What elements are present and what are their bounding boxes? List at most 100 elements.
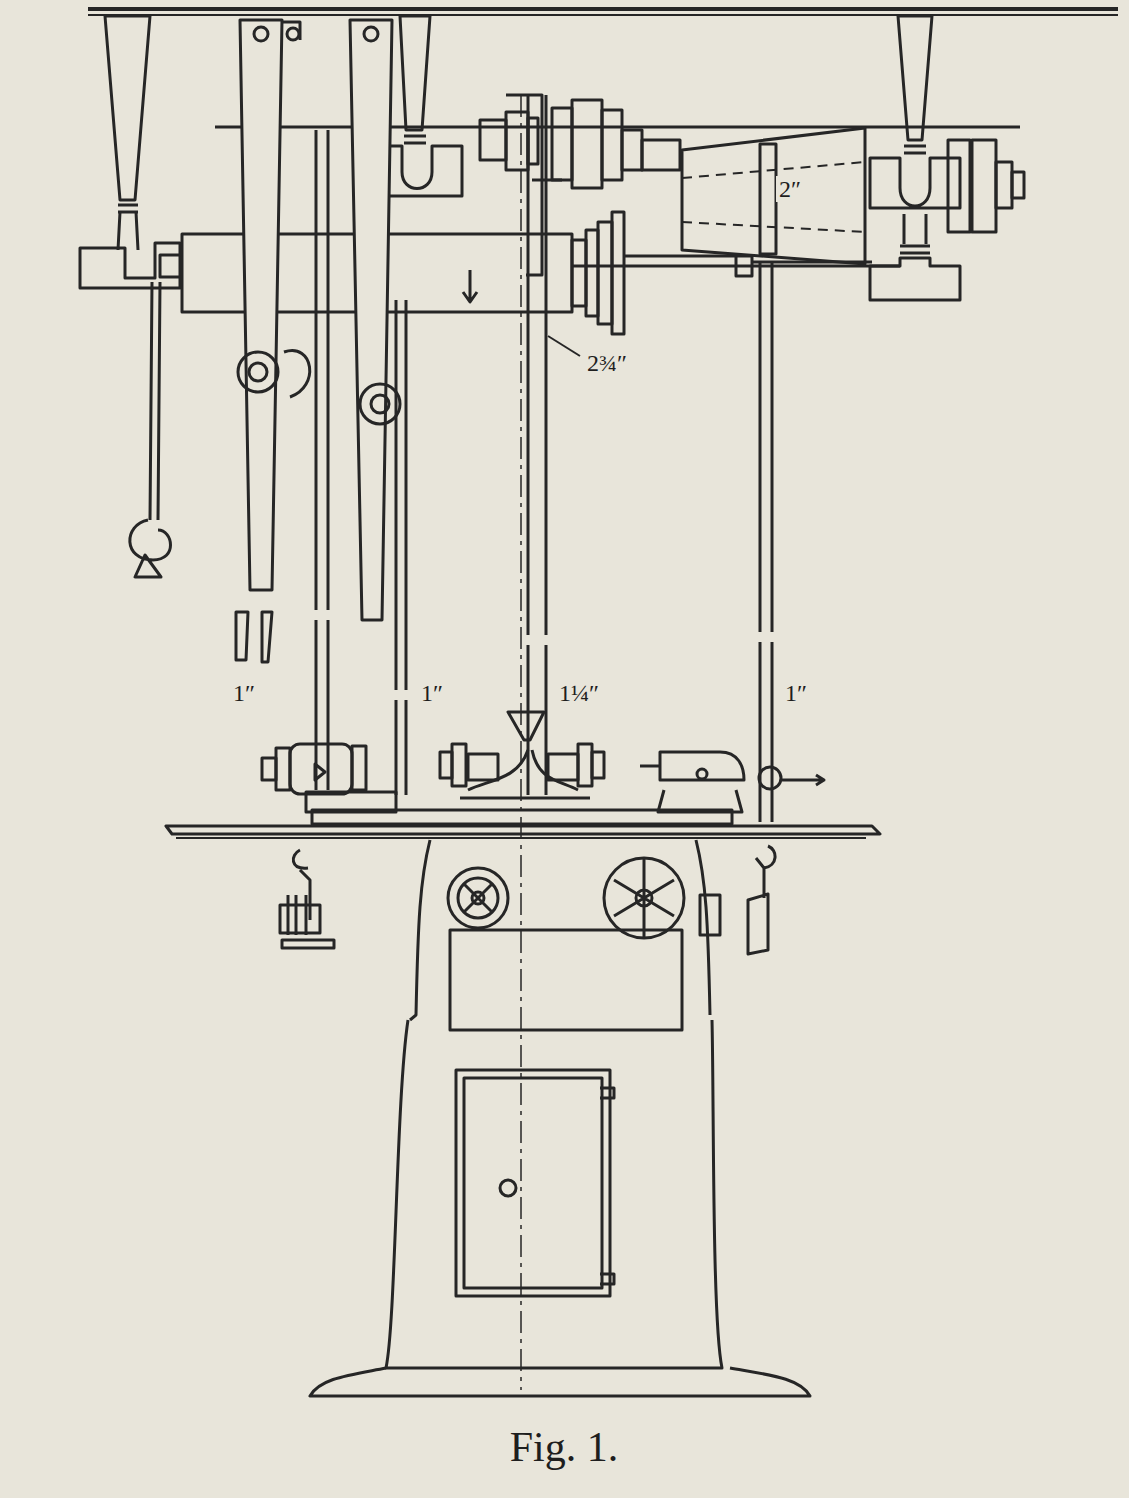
table <box>176 837 866 839</box>
shifter-lever <box>360 384 400 424</box>
hanger <box>972 140 996 232</box>
dimension-label: 1″ <box>418 680 446 706</box>
cone-pulley <box>682 128 865 264</box>
table <box>166 826 880 834</box>
hanger <box>80 16 182 577</box>
grinding-heads <box>460 797 590 800</box>
grinding-machine-illustration <box>80 9 1118 1396</box>
hanger <box>1012 172 1024 198</box>
hanger <box>870 16 1024 300</box>
pedestal <box>386 1020 722 1368</box>
grinding-heads <box>315 764 325 780</box>
countershaft <box>572 100 602 188</box>
pedestal <box>614 858 674 938</box>
leader-line <box>548 336 580 356</box>
dimension-label: 1″ <box>230 680 258 706</box>
hanger <box>898 16 932 140</box>
hanger <box>870 258 960 300</box>
cone-pulley <box>682 162 865 232</box>
pedestal <box>280 840 810 1396</box>
dimension-label: 2¾″ <box>584 350 630 376</box>
grinding-heads <box>440 752 452 778</box>
shifter-lever <box>236 20 400 662</box>
grinding-heads <box>640 752 744 780</box>
main-shaft <box>624 255 736 258</box>
shifter-lever <box>350 20 392 620</box>
countershaft <box>552 108 572 180</box>
hanger <box>105 16 150 200</box>
hanger <box>996 162 1012 208</box>
shifter-lever <box>238 352 278 392</box>
cone-pulley <box>760 144 776 254</box>
shifter-lever <box>283 22 300 40</box>
pedestal <box>604 858 684 938</box>
grinding-heads <box>508 712 544 740</box>
belt <box>316 95 772 822</box>
pedestal <box>464 884 492 912</box>
hanger <box>948 140 970 232</box>
grinding-heads <box>782 775 824 785</box>
hanger <box>130 520 171 577</box>
ceiling <box>88 14 1118 16</box>
main-shaft <box>586 230 598 316</box>
hanger <box>80 243 180 288</box>
centre-line <box>520 95 522 1390</box>
belt <box>316 130 328 790</box>
grinding-heads <box>468 750 578 790</box>
countershaft <box>642 140 680 170</box>
table <box>312 810 732 824</box>
grinding-heads <box>697 769 707 779</box>
grinding-heads <box>262 712 824 812</box>
grinding-heads <box>548 754 578 780</box>
shifter-lever <box>364 27 378 41</box>
grinding-heads <box>592 752 604 778</box>
pedestal <box>696 840 710 1015</box>
grinding-heads <box>578 744 592 786</box>
countershaft <box>215 126 1020 129</box>
pedestal <box>310 1368 810 1396</box>
shifter-lever <box>371 395 389 413</box>
shifter-lever <box>254 27 268 41</box>
pedestal <box>448 868 508 928</box>
grinding-heads <box>290 744 352 794</box>
main-shaft <box>612 212 624 334</box>
dimension-label: 1¼″ <box>556 680 602 706</box>
pedestal <box>700 846 775 954</box>
cone-pulley <box>682 128 865 264</box>
pedestal <box>500 1180 516 1196</box>
ceiling <box>88 7 1118 11</box>
pedestal <box>450 930 682 1030</box>
main-shaft <box>463 270 477 302</box>
pedestal <box>410 840 430 1020</box>
pedestal <box>600 1088 614 1284</box>
belt <box>396 300 406 795</box>
pedestal <box>280 850 334 948</box>
grinding-heads <box>759 767 781 789</box>
countershaft <box>622 130 642 170</box>
grinding-heads <box>352 746 366 790</box>
grinding-heads <box>276 748 290 790</box>
dimension-label: 1″ <box>782 680 810 706</box>
ceiling <box>88 9 1118 15</box>
hanger <box>150 282 160 520</box>
countershaft <box>400 16 430 130</box>
dimension-label: 2″ <box>776 176 804 202</box>
hanger <box>160 255 182 277</box>
grinding-heads <box>452 744 466 786</box>
hanger <box>904 146 926 153</box>
countershaft <box>602 110 622 180</box>
belt <box>760 262 772 822</box>
main-shaft <box>736 256 752 276</box>
main-shaft <box>598 222 612 324</box>
shifter-lever <box>236 612 272 662</box>
pedestal <box>456 1070 610 1296</box>
pedestal <box>458 878 498 918</box>
countershaft <box>480 120 506 160</box>
shifter-lever <box>240 20 282 590</box>
table <box>166 810 880 838</box>
grinding-heads <box>468 754 498 780</box>
grinding-heads <box>262 758 276 780</box>
belt <box>506 95 562 275</box>
hanger <box>118 205 138 250</box>
